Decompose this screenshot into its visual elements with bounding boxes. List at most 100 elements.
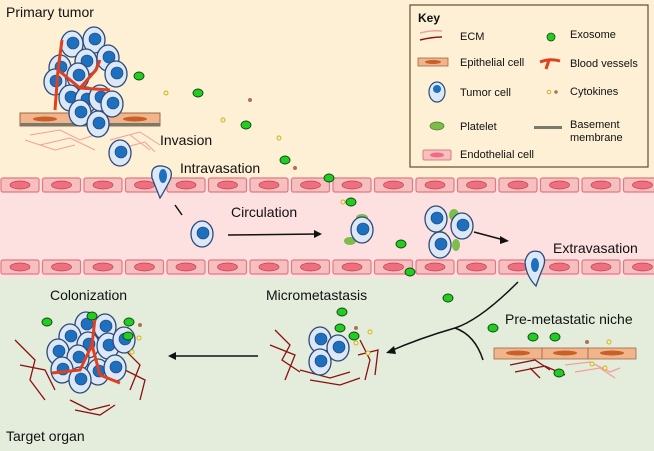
endothelial-cell bbox=[622, 177, 654, 193]
label-colonization: Colonization bbox=[50, 287, 127, 303]
blood-vessel-primary bbox=[53, 39, 111, 111]
exosome bbox=[192, 88, 204, 98]
endothelial-cell bbox=[83, 177, 123, 193]
cytokine bbox=[220, 117, 226, 123]
basement-membrane-icon bbox=[534, 126, 562, 129]
endothelial-cell bbox=[0, 259, 40, 275]
endothelial-cell bbox=[539, 259, 580, 275]
ecm-fibers-primary bbox=[24, 129, 161, 153]
endothelial-cell bbox=[622, 259, 654, 275]
exosome bbox=[240, 120, 252, 130]
exosome-icon bbox=[546, 32, 556, 42]
cytokine bbox=[163, 90, 169, 96]
exosome bbox=[279, 155, 291, 165]
micrometastasis-cluster bbox=[269, 326, 379, 386]
cytokine bbox=[136, 335, 142, 341]
exosome bbox=[334, 323, 346, 333]
platelet-icon bbox=[429, 121, 445, 131]
label-extravasation: Extravasation bbox=[553, 240, 638, 256]
exosome bbox=[442, 293, 454, 303]
arrow-branch-niche bbox=[454, 327, 484, 361]
exosome bbox=[348, 331, 360, 341]
key-label-basement-line1: Basement bbox=[570, 119, 620, 131]
key-label-cytokines: Cytokines bbox=[570, 86, 619, 98]
endothelial-cell bbox=[332, 177, 372, 193]
cytokine bbox=[602, 365, 608, 371]
exosome bbox=[404, 267, 416, 277]
pre-metastatic-niche bbox=[493, 347, 637, 379]
cytokine bbox=[354, 326, 358, 330]
endothelial-cell bbox=[41, 259, 82, 275]
arrow-circulation bbox=[227, 233, 319, 236]
key-label-blood-vessels: Blood vessels bbox=[570, 58, 638, 70]
intravasating-tumor-cell bbox=[151, 165, 173, 200]
key-label-ecm: ECM bbox=[460, 31, 484, 43]
key-label-endothelial-cell: Endothelial cell bbox=[460, 149, 534, 161]
exosome bbox=[395, 239, 407, 249]
label-pre-metastatic-niche: Pre-metastatic niche bbox=[505, 311, 633, 327]
blood-vessels-icon bbox=[539, 58, 561, 70]
colonization-tumor bbox=[14, 311, 146, 416]
label-target-organ: Target organ bbox=[6, 428, 85, 444]
primary-tumor-cluster bbox=[19, 26, 161, 167]
cytokine bbox=[589, 361, 595, 367]
exosome bbox=[527, 332, 539, 342]
label-circulation: Circulation bbox=[231, 204, 297, 220]
endothelial-cell bbox=[415, 177, 455, 193]
endothelial-cell-icon bbox=[422, 149, 452, 161]
exosome bbox=[41, 317, 53, 327]
cytokine bbox=[340, 199, 346, 205]
endothelial-cell bbox=[539, 177, 580, 193]
exosome bbox=[336, 307, 348, 317]
key-label-exosome: Exosome bbox=[570, 29, 616, 41]
endothelial-cell bbox=[166, 259, 206, 275]
exosome bbox=[86, 311, 98, 321]
cytokine bbox=[276, 135, 282, 141]
blood-vessel-colonization bbox=[51, 317, 121, 385]
endothelial-cell bbox=[290, 259, 331, 275]
exosome bbox=[133, 71, 145, 81]
endothelial-cell bbox=[249, 259, 289, 275]
endothelial-cell bbox=[41, 177, 82, 193]
key-legend: Key ECM Exosome Epithelial cell Blood ve… bbox=[409, 4, 649, 168]
endothelial-cell bbox=[207, 259, 248, 275]
label-micrometastasis: Micrometastasis bbox=[266, 287, 367, 303]
cytokine bbox=[367, 329, 373, 335]
endothelial-cell bbox=[581, 177, 621, 193]
endothelial-cell bbox=[581, 259, 621, 275]
exosome bbox=[123, 317, 135, 327]
key-label-basement-line2: membrane bbox=[570, 132, 623, 144]
tumor-platelet-aggregate bbox=[424, 205, 474, 259]
tumor-cell-icon bbox=[428, 81, 446, 103]
exosome bbox=[549, 332, 561, 342]
platelet-coated-cell bbox=[344, 214, 374, 245]
endothelial-cell bbox=[290, 177, 331, 193]
endothelial-cell bbox=[166, 177, 206, 193]
cytokine bbox=[365, 350, 371, 356]
endothelial-cell bbox=[207, 177, 248, 193]
ecm-icon bbox=[419, 30, 443, 41]
endothelium-bottom bbox=[0, 259, 654, 275]
cytokine bbox=[293, 166, 297, 170]
extravasating-tumor-cell bbox=[524, 250, 546, 288]
endothelial-cell bbox=[456, 259, 497, 275]
endothelial-cell bbox=[456, 177, 497, 193]
endothelial-cell bbox=[124, 259, 165, 275]
label-primary-tumor: Primary tumor bbox=[6, 4, 94, 20]
key-label-platelet: Platelet bbox=[460, 121, 497, 133]
endothelial-cell bbox=[83, 259, 123, 275]
endothelial-cell bbox=[0, 177, 40, 193]
exosome bbox=[487, 323, 499, 333]
key-label-epithelial-cell: Epithelial cell bbox=[460, 57, 524, 69]
endothelial-cell bbox=[498, 177, 538, 193]
label-intravasation: Intravasation bbox=[180, 160, 260, 176]
endothelial-cell bbox=[415, 259, 455, 275]
cytokine bbox=[585, 340, 589, 344]
cytokine bbox=[248, 98, 252, 102]
exosome bbox=[323, 173, 335, 183]
exosomes-and-cytokines bbox=[41, 71, 612, 378]
cytokine bbox=[138, 323, 142, 327]
label-invasion: Invasion bbox=[160, 132, 212, 148]
